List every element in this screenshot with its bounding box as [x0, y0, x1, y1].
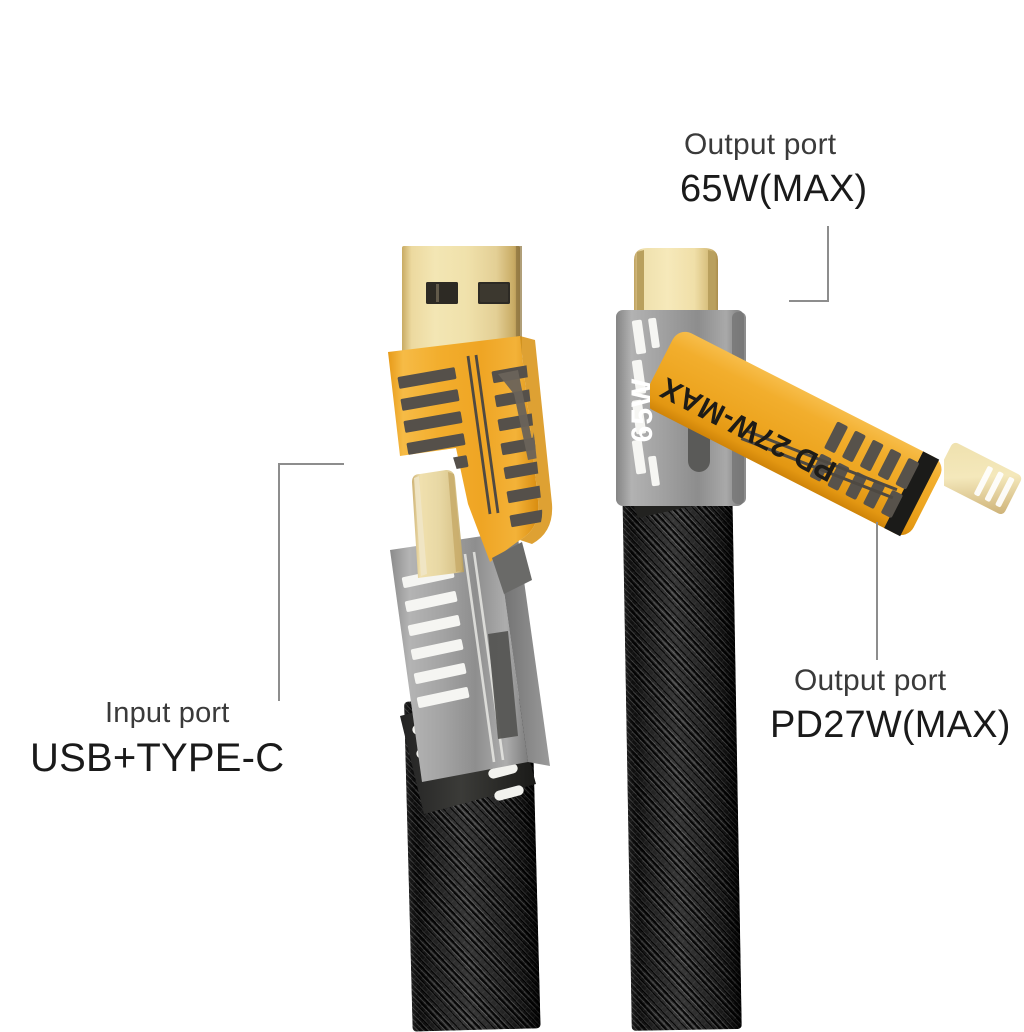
- annotation-output-pd27w-line2: PD27W(MAX): [770, 704, 1011, 746]
- annotation-input-port-line1: Input port: [105, 697, 230, 729]
- leader-line-input-vertical: [278, 463, 280, 701]
- annotation-output-65w-line1: Output port: [684, 128, 837, 161]
- right-cable-braid: [622, 469, 742, 1031]
- annotation-output-pd27w: Output port PD27W(MAX): [770, 664, 1011, 747]
- leader-line-pd27w-vertical: [876, 522, 878, 660]
- right-usbc-connector: [634, 248, 718, 328]
- annotation-output-65w-line2: 65W(MAX): [680, 168, 868, 210]
- right-orange-housing-pd27w: PD 27W-MAX: [650, 331, 942, 537]
- annotation-output-pd27w-line1: Output port: [794, 664, 947, 697]
- left-orange-housing: [388, 336, 553, 594]
- leader-line-65w-horizontal: [789, 300, 829, 302]
- annotation-input-port: Input port USB+TYPE-C: [30, 697, 284, 781]
- left-usbc-tip: [412, 470, 464, 578]
- annotation-input-port-line2: USB+TYPE-C: [30, 736, 285, 780]
- leader-line-input-horizontal: [278, 463, 344, 465]
- left-grey-housing: [390, 534, 550, 782]
- leader-line-65w-vertical: [827, 226, 829, 302]
- annotation-output-65w: Output port 65W(MAX): [680, 128, 867, 211]
- right-lightning-connector: [944, 442, 1022, 515]
